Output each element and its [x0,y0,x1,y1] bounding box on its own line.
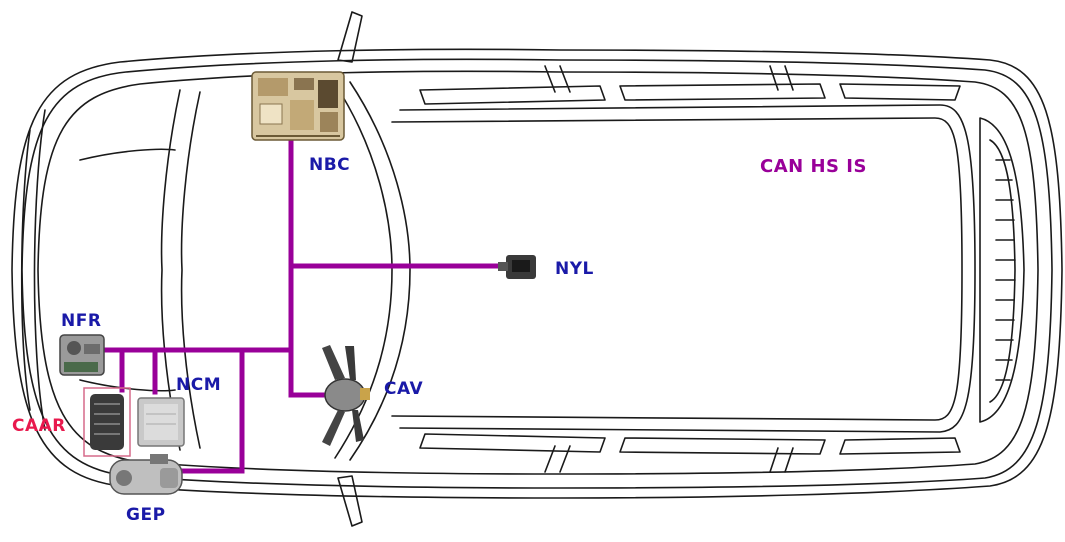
engine-control-module-icon [138,398,184,446]
car-outline [12,12,1062,526]
caar-module-icon [84,388,130,456]
ncm-label: NCM [176,375,221,395]
gep-label: GEP [126,505,166,525]
nbc-label: NBC [309,155,350,175]
power-steering-pump-icon [110,454,182,494]
cav-label: CAV [384,379,423,399]
nyl-label: NYL [555,259,594,279]
network-title: CAN HS IS [760,156,867,177]
body-controller-module-icon [252,72,344,140]
nfr-label: NFR [61,311,101,331]
steering-column-switch-icon [322,345,370,446]
yaw-sensor-module-icon [498,255,536,279]
abs-brake-unit-icon [60,335,104,375]
caar-label: CAAR [12,416,66,436]
